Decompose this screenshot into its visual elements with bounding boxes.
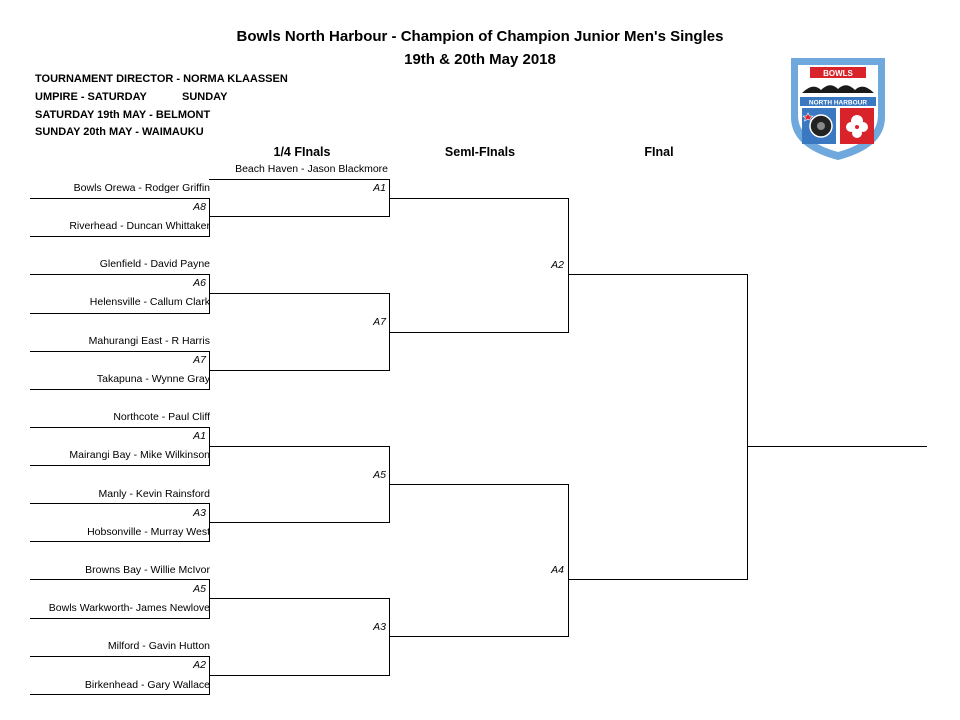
player-entry: Bowls Orewa - Rodger Griffin — [73, 182, 210, 194]
page-title: Bowls North Harbour - Champion of Champi… — [236, 28, 724, 45]
player-entry: Takapuna - Wynne Gray — [96, 373, 210, 385]
qf-code: A1 — [373, 182, 386, 194]
qf-code: A5 — [373, 469, 386, 481]
match-code: A1 — [193, 430, 206, 442]
saturday-venue: SATURDAY 19th MAY - BELMONT — [35, 109, 211, 121]
page-subtitle: 19th & 20th May 2018 — [404, 51, 556, 68]
player-entry: Glenfield - David Payne — [99, 258, 210, 270]
round-header-final: FInal — [644, 145, 674, 159]
match-code: A8 — [193, 201, 206, 213]
player-entry: Hobsonville - Murray West — [87, 526, 210, 538]
match-code: A7 — [193, 354, 206, 366]
player-entry: Mahurangi East - R Harris — [88, 335, 210, 347]
sf-code: A2 — [551, 259, 564, 271]
player-entry: Riverhead - Duncan Whittaker — [69, 220, 210, 232]
player-entry: Milford - Gavin Hutton — [107, 640, 210, 652]
player-entry: Mairangi Bay - Mike Wilkinson — [69, 449, 210, 461]
bye-entry: Beach Haven - Jason Blackmore — [235, 163, 388, 175]
round-header-semi: SemI-FInals — [444, 145, 516, 159]
qf-code: A7 — [373, 316, 386, 328]
player-entry: Helensville - Callum Clark — [89, 296, 210, 308]
logo-text-band: NORTH HARBOUR — [809, 100, 867, 107]
sf-code: A4 — [551, 564, 564, 576]
round-header-quarter: 1/4 FInals — [273, 145, 331, 159]
umpire-saturday: UMPIRE - SATURDAY — [35, 91, 147, 103]
sunday-venue: SUNDAY 20th MAY - WAIMAUKU — [35, 126, 204, 138]
tournament-director: TOURNAMENT DIRECTOR - NORMA KLAASSEN — [35, 73, 288, 85]
match-code: A2 — [193, 659, 206, 671]
umpire-sunday: SUNDAY — [182, 91, 228, 103]
player-entry: Bowls Warkworth- James Newlove — [48, 602, 210, 614]
match-code: A6 — [193, 277, 206, 289]
player-entry: Birkenhead - Gary Wallace — [84, 679, 210, 691]
qf-code: A3 — [373, 621, 386, 633]
player-entry: Manly - Kevin Rainsford — [98, 488, 210, 500]
player-entry: Northcote - Paul Cliff — [113, 411, 210, 423]
player-entry: Browns Bay - Willie McIvor — [85, 564, 210, 576]
match-code: A3 — [193, 507, 206, 519]
bowls-north-harbour-logo: BOWLS NORTH HARBOUR — [791, 58, 885, 161]
match-code: A5 — [193, 583, 206, 595]
logo-text-bowls: BOWLS — [823, 69, 853, 78]
